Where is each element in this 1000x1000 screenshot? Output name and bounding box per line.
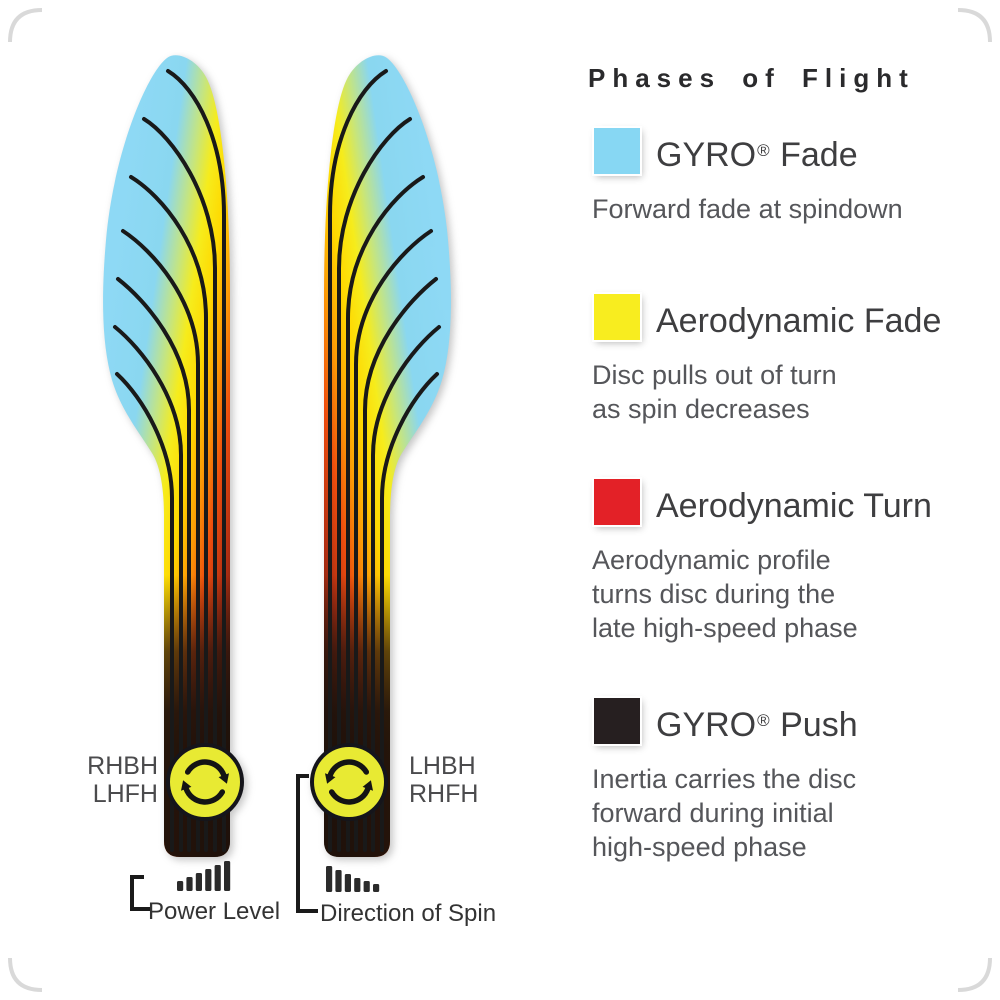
spin-direction-bars-icon bbox=[326, 866, 380, 892]
gyro-push-color-swatch bbox=[594, 698, 640, 744]
gyro-push-label: GYRO® Push bbox=[656, 706, 858, 745]
direction-of-spin-label: Direction of Spin bbox=[320, 900, 497, 927]
power-level-bracket bbox=[130, 875, 150, 911]
right-flight-fan bbox=[312, 55, 451, 857]
registered-mark: ® bbox=[757, 711, 770, 730]
page-title: Phases of Flight bbox=[588, 63, 915, 93]
right-throw-type-label: LHBH RHFH bbox=[409, 752, 479, 808]
direction-of-spin-bracket bbox=[296, 774, 318, 913]
gyro-fade-description: Forward fade at spindown bbox=[592, 194, 903, 224]
aerodynamic-turn-label: Aerodynamic Turn bbox=[656, 487, 932, 526]
aerodynamic-fade-description: Disc pulls out of turn as spin decreases bbox=[592, 360, 837, 424]
aerodynamic-fade-label: Aerodynamic Fade bbox=[656, 302, 942, 341]
left-throw-type-label: RHBH LHFH bbox=[87, 752, 158, 808]
gyro-fade-color-swatch bbox=[594, 128, 640, 174]
corner-marks bbox=[8, 8, 992, 992]
aerodynamic-turn-description: Aerodynamic profile turns disc during th… bbox=[592, 545, 858, 643]
aerodynamic-turn-color-swatch bbox=[594, 479, 640, 525]
power-level-label: Power Level bbox=[148, 898, 281, 925]
left-flight-fan bbox=[103, 55, 242, 857]
registered-mark: ® bbox=[757, 141, 770, 160]
gyro-push-description: Inertia carries the disc forward during … bbox=[592, 764, 857, 862]
aerodynamic-fade-color-swatch bbox=[594, 294, 640, 340]
power-level-bars-icon bbox=[177, 861, 231, 891]
gyro-fade-label: GYRO® Fade bbox=[656, 136, 858, 175]
